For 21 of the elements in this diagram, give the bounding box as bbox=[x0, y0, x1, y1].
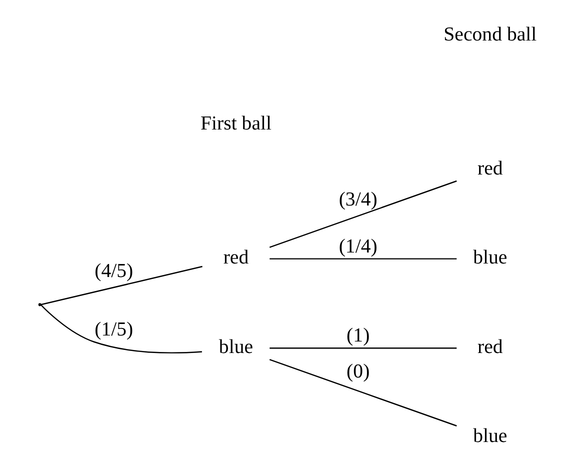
node-text: red bbox=[222, 246, 248, 269]
label: Second ball bbox=[443, 23, 536, 46]
connector bbox=[40, 266, 202, 306]
connector bbox=[269, 258, 456, 260]
edge-label: (1) bbox=[346, 324, 370, 347]
edge-label: (3/4) bbox=[338, 188, 377, 210]
label: First ball bbox=[200, 112, 272, 135]
edge-label: (0) bbox=[346, 360, 370, 383]
connector bbox=[268, 180, 456, 248]
connector bbox=[269, 347, 456, 349]
node-text: red bbox=[476, 336, 502, 358]
edge-label: (4/5) bbox=[94, 260, 133, 282]
node-point bbox=[38, 303, 41, 306]
connector bbox=[268, 358, 456, 426]
node-text: red bbox=[476, 157, 502, 180]
connector bbox=[40, 304, 202, 354]
node-text: blue bbox=[472, 425, 507, 448]
edge-label: (1/5) bbox=[94, 318, 133, 340]
edge-label: (1/4) bbox=[338, 235, 377, 258]
node-text: blue bbox=[218, 336, 253, 358]
node-text: blue bbox=[472, 246, 507, 269]
